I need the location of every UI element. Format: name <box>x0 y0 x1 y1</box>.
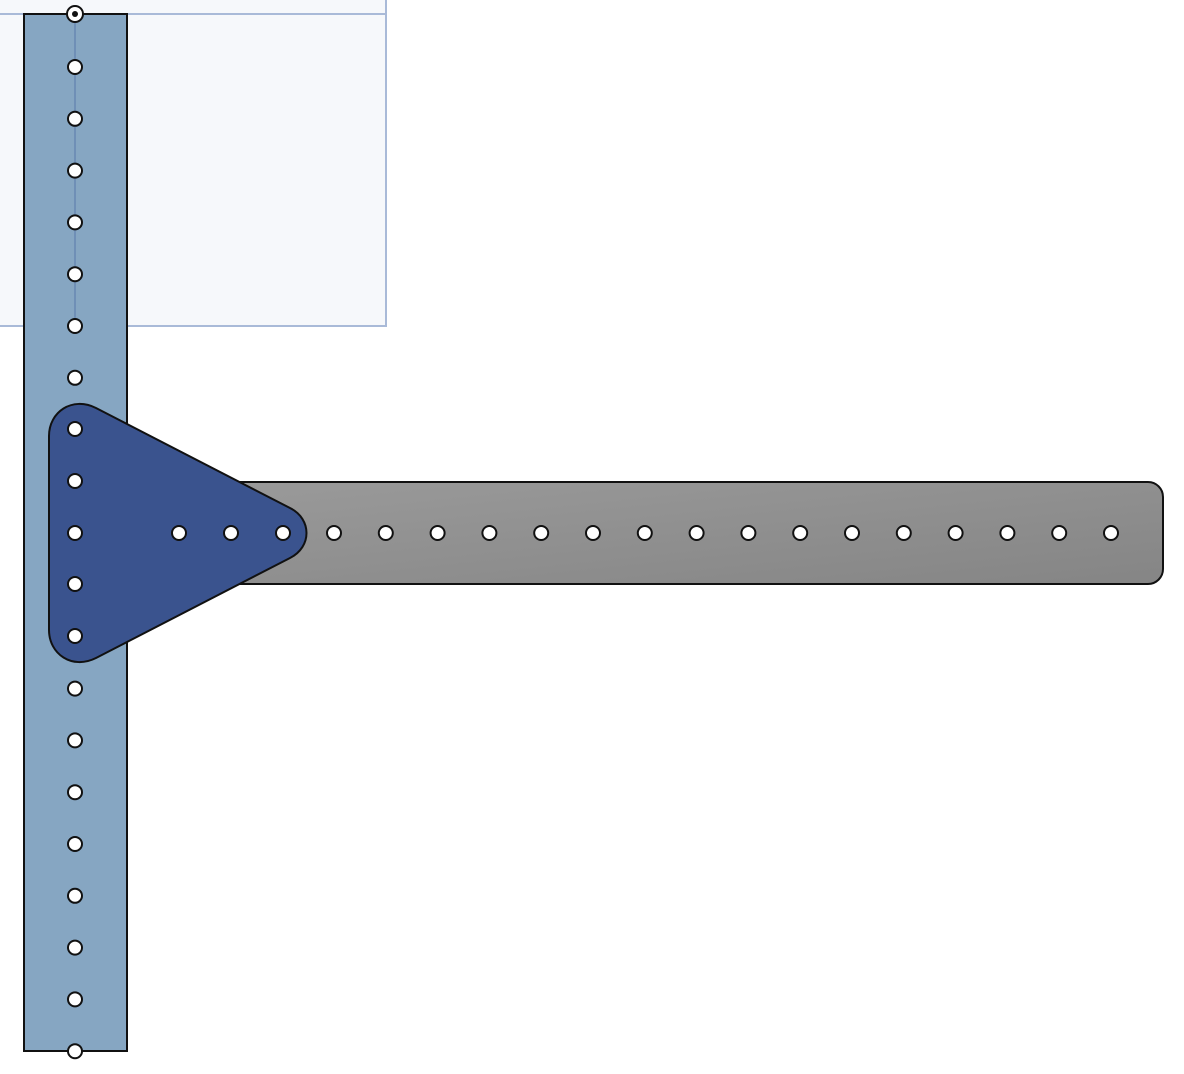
gusset-plate-hole <box>67 525 83 541</box>
gusset-plate[interactable] <box>48 402 308 664</box>
vertical-beam-hole <box>67 784 83 801</box>
horizontal-beam-hole <box>947 525 964 541</box>
gusset-plate-hole <box>67 473 83 489</box>
vertical-beam-hole <box>67 266 83 283</box>
horizontal-beam-hole <box>326 525 342 541</box>
horizontal-beam-hole <box>999 525 1016 541</box>
horizontal-beam-hole <box>844 525 860 541</box>
vertical-beam-hole <box>67 369 83 386</box>
horizontal-beam-hole <box>429 525 446 541</box>
vertical-beam-hole <box>67 939 83 956</box>
gusset-plate-hole <box>67 628 83 644</box>
vertical-beam-hole <box>67 110 83 127</box>
vertical-beam-hole <box>67 1043 83 1060</box>
vertical-beam-hole <box>67 214 83 231</box>
gusset-plate-hole <box>223 525 239 541</box>
horizontal-beam-hole <box>481 525 498 541</box>
horizontal-beam-hole <box>1051 525 1068 541</box>
horizontal-beam-hole <box>585 525 601 541</box>
gusset-plate-hole <box>67 576 83 592</box>
horizontal-beam-hole <box>377 525 394 541</box>
horizontal-beam-hole <box>636 525 653 541</box>
horizontal-beam-hole <box>533 525 550 541</box>
vertical-beam-hole <box>67 318 83 334</box>
vertical-beam-hole <box>67 162 83 179</box>
vertical-beam-hole <box>67 732 83 749</box>
vertical-beam-hole <box>67 680 83 697</box>
horizontal-beam-hole <box>895 525 912 541</box>
gusset-plate-holes <box>67 421 291 644</box>
vertical-beam-hole <box>67 836 83 852</box>
gusset-plate-hole <box>67 421 83 437</box>
horizontal-beam-holes <box>326 525 1119 541</box>
horizontal-beam-hole <box>1103 525 1119 541</box>
vertical-beam-hole <box>67 991 83 1008</box>
gusset-plate-hole <box>275 525 291 541</box>
gusset-plate-hole <box>171 525 187 541</box>
pivot-marker[interactable] <box>66 5 84 23</box>
vertical-beam-hole <box>67 887 83 904</box>
horizontal-beam-hole <box>740 525 757 541</box>
vertical-beam-hole <box>67 59 83 75</box>
horizontal-beam-hole <box>792 525 809 541</box>
horizontal-beam-hole <box>688 525 705 541</box>
horizontal-beam[interactable] <box>179 481 1164 585</box>
